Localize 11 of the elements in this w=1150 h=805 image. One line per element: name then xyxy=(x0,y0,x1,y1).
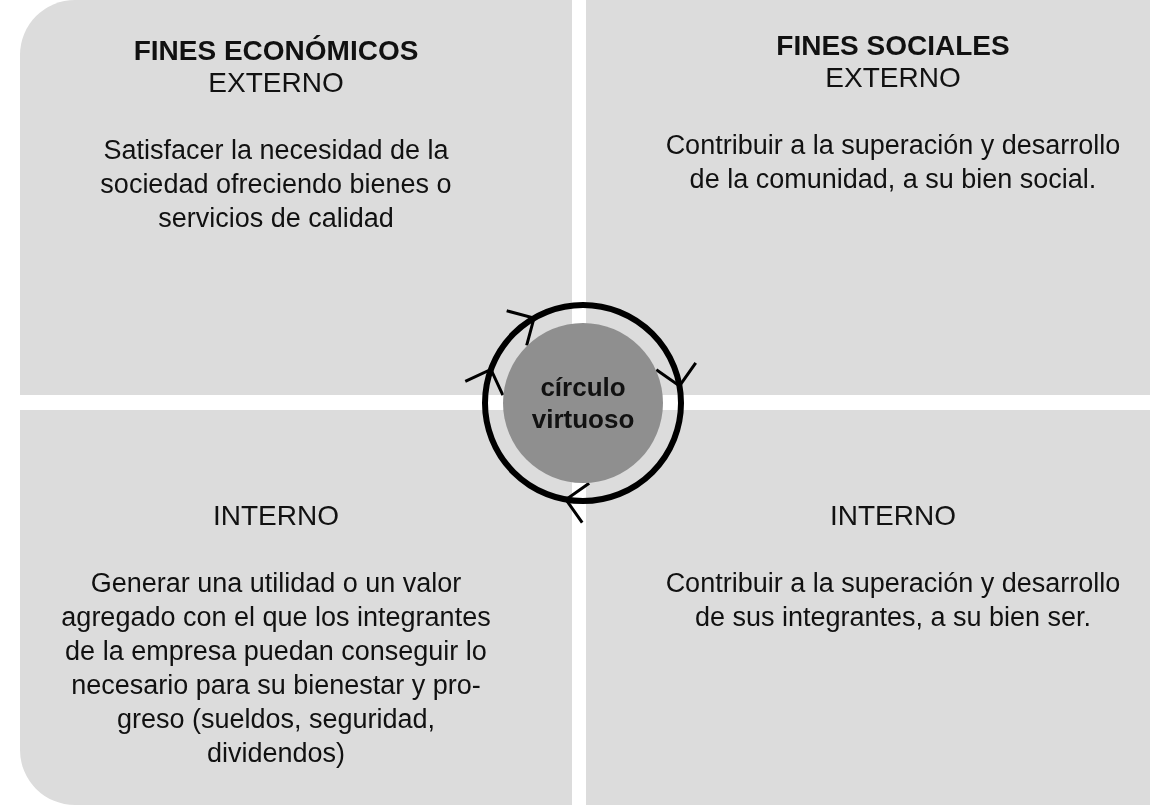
quadrant-heading: FINES SOCIALES xyxy=(775,30,1011,62)
quadrant-description: Contribuir a la superación y desarrollo de la comunidad, a su bien social. xyxy=(664,129,1122,196)
quadrant-description: Satisfacer la necesidad de la sociedad ofreciendo bienes o servicios de calidad xyxy=(99,134,453,235)
circle-label: círculo virtuoso xyxy=(530,371,636,435)
quadrant-description: Contribuir a la superación y desarrollo de sus integrantes, a su bien ser. xyxy=(664,567,1122,634)
quadrant-heading: FINES ECONÓMICOS xyxy=(132,35,420,67)
quadrant-subheading: INTERNO xyxy=(829,500,957,532)
quadrant-subheading: INTERNO xyxy=(212,500,340,532)
quadrant-subheading: EXTERNO xyxy=(824,62,962,94)
quadrant-description: Generar una utilidad o un valor agregado con el que los integrantes de la empresa puedan conseguir lo necesario para su bienestar y pro-greso (sueldos, seguridad, dividendos) xyxy=(60,567,492,770)
quadrant-subheading: EXTERNO xyxy=(207,67,345,99)
